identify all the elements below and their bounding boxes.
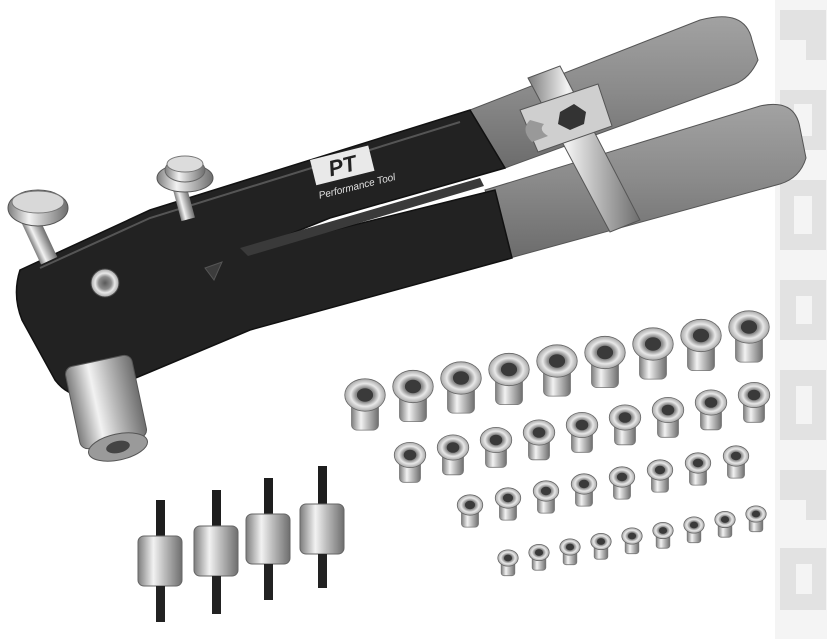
mandrel-icon — [137, 500, 183, 622]
mandrel-icon — [245, 478, 291, 600]
watermark-letters — [775, 0, 827, 639]
rivet-nut-icon — [745, 505, 767, 533]
rivet-nut-icon — [590, 532, 612, 560]
rivet-nut-icon — [646, 459, 674, 493]
riveter-tool-icon: PT Performance Tool — [7, 16, 807, 462]
rivet-nut-icon — [488, 352, 530, 406]
rivet-nut-icon — [522, 419, 556, 461]
rivet-nut-icon — [722, 445, 750, 479]
rivet-nut-icon — [559, 538, 581, 566]
rivet-nut-icon — [393, 441, 427, 483]
rivet-nut-icon — [652, 521, 674, 549]
lower-handle-grip — [484, 103, 807, 259]
rivet-nut-icon — [565, 411, 599, 453]
pivot-bolt — [90, 268, 120, 298]
rivet-nut-icon — [632, 327, 674, 380]
rivet-nut-icon — [608, 466, 636, 500]
rivet-nut-icon — [621, 527, 643, 555]
rivet-nut-icon — [651, 396, 685, 438]
rivet-nut-icon — [684, 452, 712, 486]
rivet-nut-icon — [456, 494, 484, 528]
rivet-nut-icon — [694, 389, 728, 431]
rivet-nut-icon — [344, 378, 386, 431]
rivet-nut-icon — [479, 426, 513, 468]
rivet-nut-icon — [728, 310, 770, 363]
rivet-nut-icon — [536, 344, 578, 397]
rivet-nut-set — [344, 310, 771, 577]
rivet-nut-icon — [392, 369, 434, 423]
rivet-nut-icon — [532, 480, 560, 514]
rivet-nut-icon — [584, 335, 626, 389]
rivet-nut-icon — [570, 473, 598, 507]
mandrel-set — [137, 466, 345, 622]
rivet-nut-icon — [680, 318, 722, 372]
rivet-nut-icon — [494, 487, 522, 521]
handle-lock-clip — [519, 65, 641, 233]
rivet-nut-icon — [436, 434, 470, 476]
adjustment-knob-left — [7, 189, 69, 265]
rivet-nut-icon — [737, 381, 771, 423]
rivet-nut-icon — [497, 549, 519, 577]
adjustment-knob-right — [156, 155, 214, 222]
mandrel-icon — [299, 466, 345, 588]
nose-piece — [64, 354, 148, 462]
mandrel-icon — [193, 490, 239, 614]
rivet-nut-icon — [440, 361, 482, 414]
rivet-nut-icon — [608, 404, 642, 446]
rivet-nut-icon — [683, 516, 705, 544]
rivet-nut-icon — [528, 543, 550, 571]
rivet-nut-icon — [714, 510, 736, 538]
riveter-body — [15, 109, 513, 397]
